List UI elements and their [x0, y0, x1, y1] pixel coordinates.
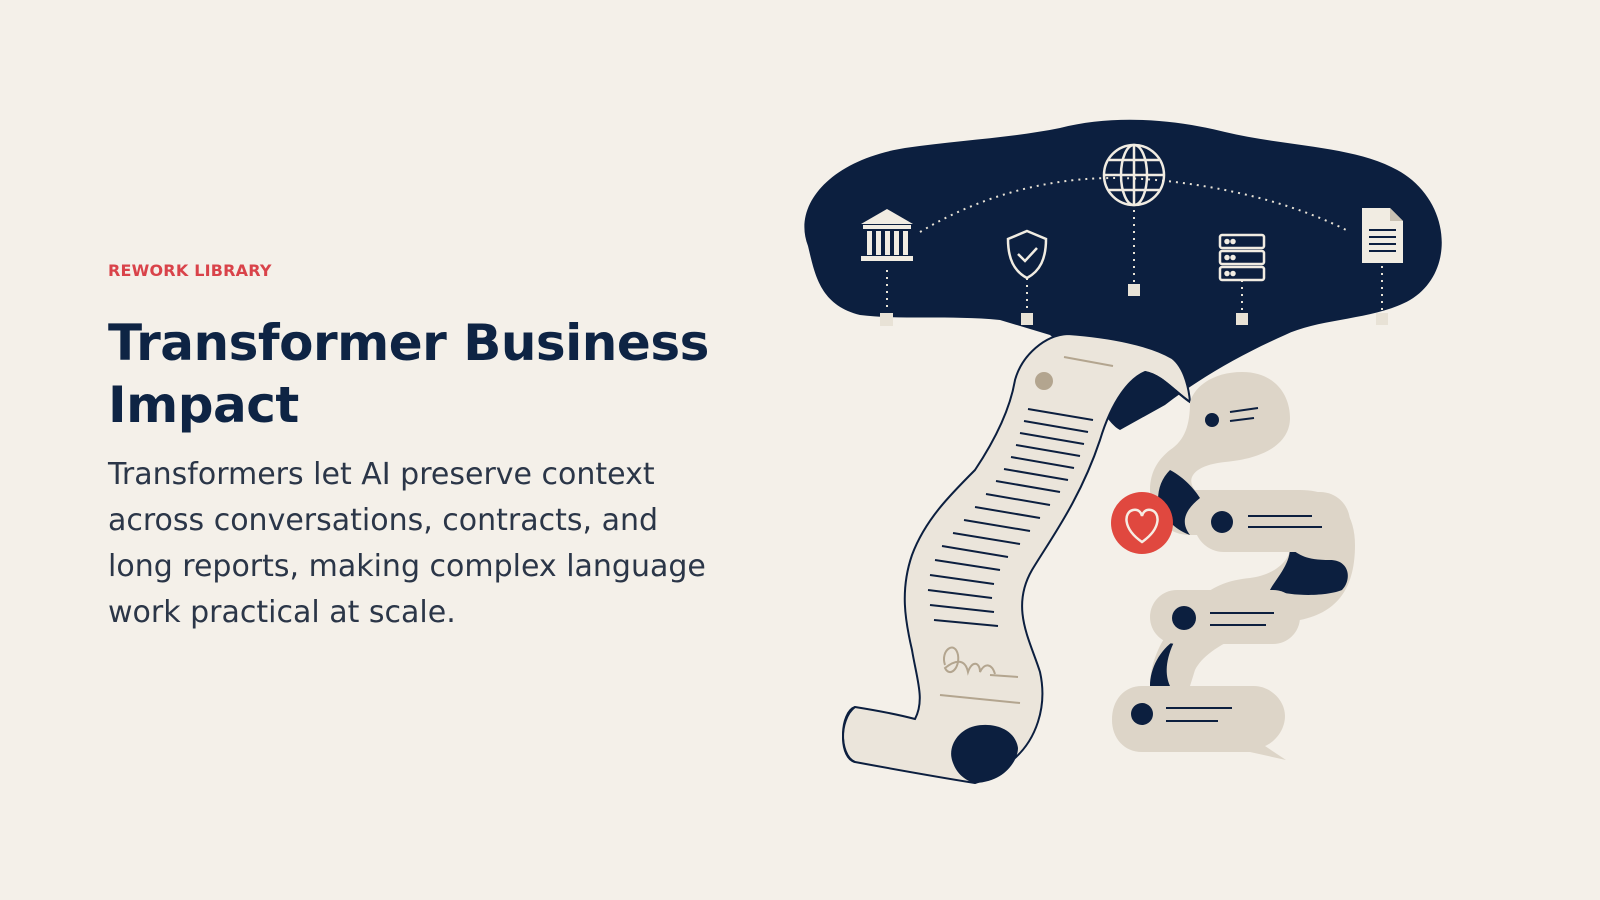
heart-icon — [1111, 492, 1173, 554]
eyebrow-label: REWORK LIBRARY — [108, 261, 272, 280]
globe-icon — [1102, 143, 1166, 207]
ribbon-shadow-3 — [1150, 640, 1175, 686]
navy-cloud-shape — [804, 119, 1442, 430]
speech-bubble-1 — [1205, 407, 1259, 427]
slide-description: Transformers let AI preserve context acr… — [108, 457, 706, 630]
speech-bubble-4 — [1112, 686, 1286, 760]
signature-mark — [939, 646, 1021, 704]
slide-title: Transformer Business Impact — [108, 314, 709, 434]
transformer-illustration — [804, 119, 1442, 785]
connector-lines — [886, 210, 1383, 312]
bank-icon — [861, 209, 913, 261]
speech-bubble-3 — [1150, 590, 1300, 644]
contract-scroll — [842, 332, 1192, 785]
connector-nodes — [880, 284, 1388, 326]
dotted-connection-arc — [919, 176, 1351, 233]
ribbon-shadow — [1270, 548, 1348, 595]
scroll-text-lines — [927, 408, 1094, 627]
scroll-header — [1035, 356, 1114, 390]
speech-bubble-2 — [1194, 492, 1350, 552]
document-icon — [1362, 208, 1403, 263]
server-icon — [1218, 233, 1266, 282]
shield-check-icon — [1006, 229, 1048, 280]
